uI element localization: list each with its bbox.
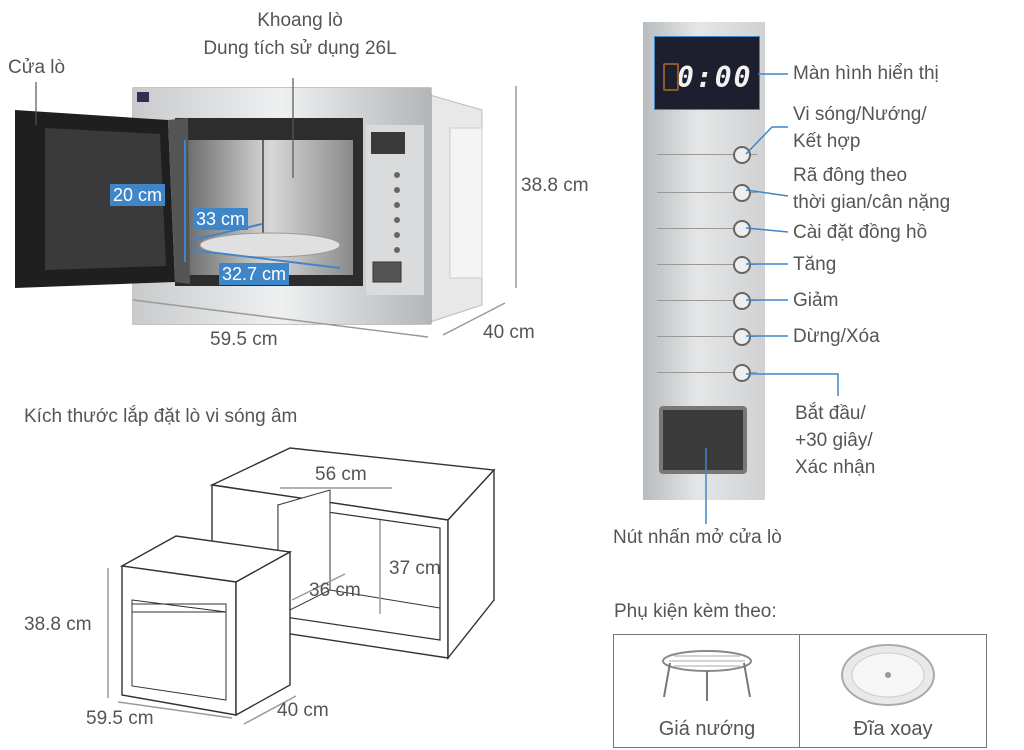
dim-width-label: 59.5 cm: [210, 329, 278, 350]
label-micro-line2: Kết hợp: [793, 131, 861, 152]
grill-rack-icon: [662, 650, 752, 701]
oven-height-label: 38.8 cm: [24, 614, 92, 635]
start-button[interactable]: [657, 372, 757, 373]
label-door-button: Nút nhấn mở cửa lò: [613, 527, 782, 548]
cavity-title: Khoang lò: [257, 10, 343, 31]
defrost-knob[interactable]: [733, 184, 751, 202]
up-knob[interactable]: [733, 256, 751, 274]
label-defrost-line2: thời gian/cân nặng: [793, 192, 951, 213]
turntable-icon: [841, 644, 935, 706]
oven-width-label: 59.5 cm: [86, 708, 154, 729]
up-button[interactable]: [657, 264, 757, 265]
down-knob[interactable]: [733, 292, 751, 310]
accessories-title: Phụ kiện kèm theo:: [614, 601, 777, 622]
label-up: Tăng: [793, 254, 837, 275]
label-defrost-line1: Rã đông theo: [793, 165, 908, 186]
install-title: Kích thước lắp đặt lò vi sóng âm: [24, 406, 298, 427]
label-micro-line1: Vi sóng/Nướng/: [793, 104, 927, 125]
accessory-turntable: Đĩa xoay: [799, 634, 987, 748]
stop-button[interactable]: [657, 336, 757, 337]
defrost-button[interactable]: [657, 192, 757, 193]
cab-height-label: 37 cm: [389, 558, 441, 579]
label-start-line3: Xác nhận: [795, 457, 876, 478]
label-start-line1: Bắt đầu/: [795, 403, 866, 424]
accessory-grill-rack-label: Giá nướng: [658, 718, 756, 740]
inner-height-label: 20 cm: [110, 184, 166, 206]
label-down: Giảm: [793, 290, 839, 311]
door-open-button[interactable]: [659, 406, 747, 474]
micro-grill-button[interactable]: [657, 154, 757, 155]
down-button[interactable]: [657, 300, 757, 301]
accessory-turntable-label: Đĩa xoay: [853, 718, 933, 740]
cavity-capacity: Dung tích sử dụng 26L: [203, 38, 397, 59]
stop-knob[interactable]: [733, 328, 751, 346]
inner-depth-label: 33 cm: [193, 208, 249, 230]
label-start-line2: +30 giây/: [795, 430, 873, 451]
display-screen: 0:00: [654, 36, 760, 110]
install-diagram: [107, 447, 496, 725]
microwave-illustration: [15, 78, 517, 338]
clock-knob[interactable]: [733, 220, 751, 238]
inner-width-label: 32.7 cm: [219, 263, 290, 285]
cab-width-label: 56 cm: [315, 464, 367, 485]
dim-height-label: 38.8 cm: [521, 175, 589, 196]
cab-depth-label: 36 cm: [309, 580, 361, 601]
clock-button[interactable]: [657, 228, 757, 229]
oven-depth-label: 40 cm: [277, 700, 329, 721]
control-panel: 0:00: [643, 22, 765, 500]
label-clock: Cài đặt đồng hồ: [793, 222, 928, 243]
accessory-grill-rack: Giá nướng: [613, 634, 801, 748]
display-digits: 0:00: [677, 61, 753, 94]
label-stop: Dừng/Xóa: [793, 326, 880, 347]
label-display: Màn hình hiển thị: [793, 63, 939, 84]
micro-grill-knob[interactable]: [733, 146, 751, 164]
door-label: Cửa lò: [8, 57, 66, 78]
start-knob[interactable]: [733, 364, 751, 382]
dim-depth-label: 40 cm: [483, 322, 535, 343]
